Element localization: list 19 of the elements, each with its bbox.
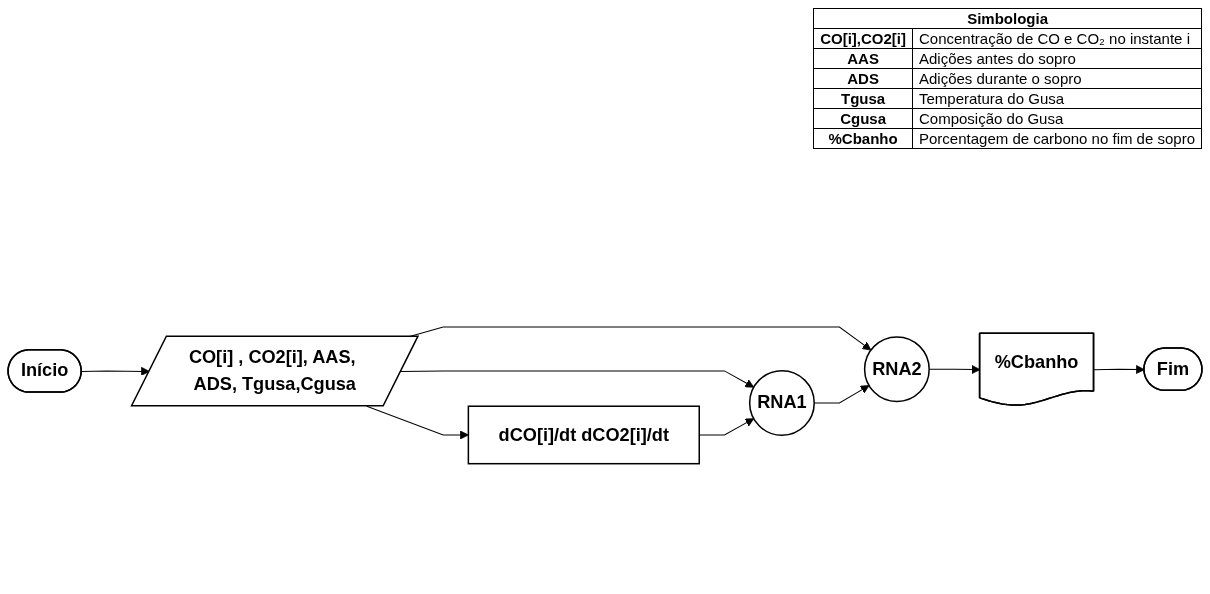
symbol-cell: AAS (813, 48, 913, 69)
description-cell: Porcentagem de carbono no fim de sopro (912, 128, 1202, 149)
description-cell: Adições durante o sopro (912, 68, 1202, 89)
symbol-cell: Cgusa (813, 108, 913, 129)
arrow (1093, 364, 1145, 374)
table-header: Simbologia (813, 8, 1202, 29)
node-circle: RNA1 (748, 369, 815, 436)
description-cell: Concentração de CO e CO₂ no instante i (912, 28, 1202, 49)
arrow (400, 370, 755, 388)
node-circle: RNA2 (863, 335, 930, 402)
symbol-cell: CO[i],CO2[i] (813, 28, 913, 49)
symbol-cell: Tgusa (813, 88, 913, 109)
description-cell: Adições antes do sopro (912, 48, 1202, 69)
node-box: dCO[i]/dt dCO2[i]/dt (467, 405, 700, 465)
description-cell: Temperatura do Gusa (912, 88, 1202, 109)
symbol-cell: ADS (813, 68, 913, 89)
symbol-cell: %Cbanho (813, 128, 913, 149)
description-cell: Composição do Gusa (912, 108, 1202, 129)
arrow (81, 366, 150, 376)
